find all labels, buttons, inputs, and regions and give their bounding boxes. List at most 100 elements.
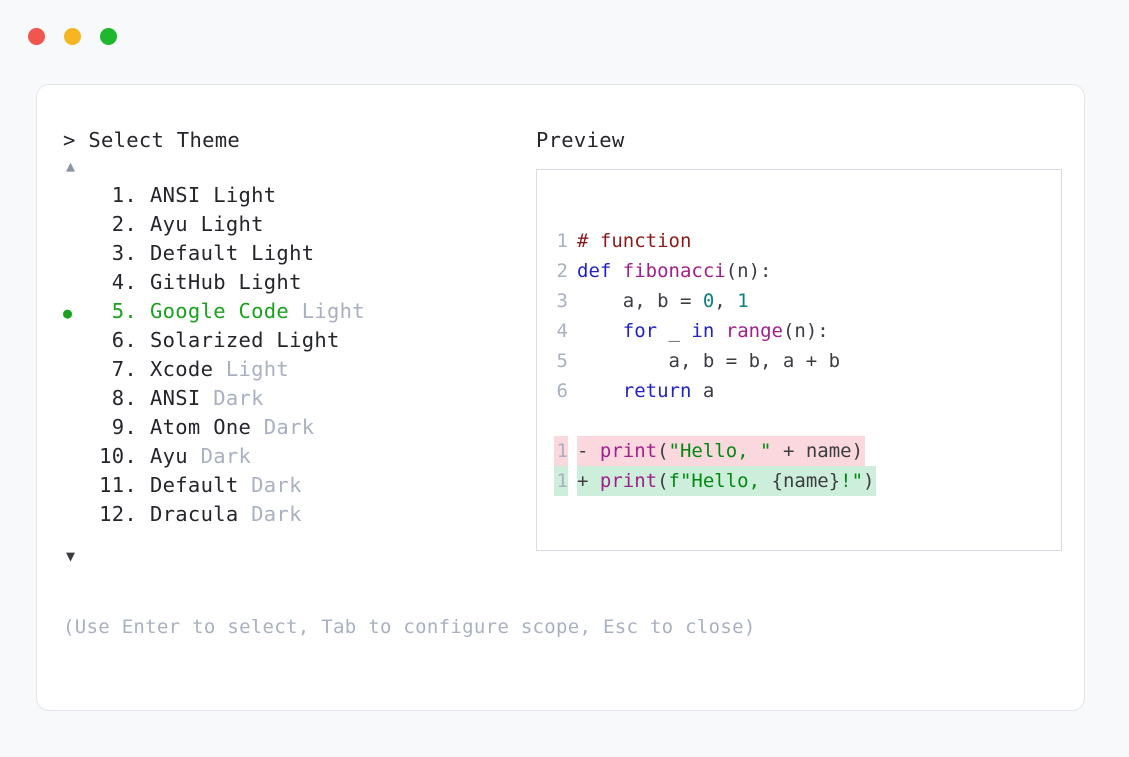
scroll-down-icon[interactable]: ▼ bbox=[66, 547, 76, 565]
theme-item-name: Ayu Dark bbox=[150, 444, 252, 468]
theme-picker: > Select Theme ▲ ● 1. ANSI Light ●2.Ayu Lig… bbox=[63, 125, 533, 567]
code-token: print bbox=[599, 440, 658, 462]
theme-item-name: Default Dark bbox=[150, 473, 302, 497]
theme-item-index: 7. bbox=[111, 357, 137, 381]
code-token bbox=[714, 320, 725, 342]
picker-prompt: > Select Theme bbox=[63, 125, 533, 155]
theme-item-index: 9. bbox=[111, 415, 137, 439]
theme-item-index: 8. bbox=[111, 386, 137, 410]
theme-list-item[interactable]: ● 5. Google Code Light bbox=[63, 297, 533, 326]
theme-item-variant: Light bbox=[213, 357, 290, 381]
code-token: (n): bbox=[782, 320, 829, 342]
theme-item-index: 6. bbox=[111, 328, 137, 352]
code-line: 2 def fibonacci(n): bbox=[554, 256, 876, 286]
theme-item-name: Google Code Light bbox=[150, 299, 365, 323]
line-number: 4 bbox=[556, 320, 568, 342]
theme-list-item[interactable]: ● 6. Solarized Light bbox=[63, 326, 533, 355]
page-title: Select Theme bbox=[88, 128, 241, 152]
theme-item-name: Atom One Dark bbox=[150, 415, 315, 439]
bullet-placeholder-icon: ● bbox=[63, 212, 91, 241]
diff-highlight: - print("Hello, " + name) bbox=[577, 436, 866, 466]
theme-list-item[interactable]: ● 11. Default Dark bbox=[63, 471, 533, 500]
bullet-placeholder-icon: ● bbox=[63, 328, 91, 357]
theme-item-name: Xcode Light bbox=[150, 357, 290, 381]
maximize-window-button[interactable] bbox=[100, 28, 117, 45]
theme-item-name: Ayu Light bbox=[150, 212, 264, 236]
diff-line-del: 1- print("Hello, " + name) bbox=[554, 436, 876, 466]
scroll-up-icon[interactable]: ▲ bbox=[66, 157, 76, 175]
theme-list: ●1.ANSI Light●2.Ayu Light●3.Default Ligh… bbox=[63, 181, 533, 529]
theme-list-item[interactable]: ●4.GitHub Light bbox=[63, 268, 533, 297]
theme-list-item[interactable]: ●12.Dracula Dark bbox=[63, 500, 533, 529]
theme-list-item[interactable]: ●7.Xcode Light bbox=[63, 355, 533, 384]
bullet-placeholder-icon: ● bbox=[63, 444, 91, 473]
line-number: 3 bbox=[556, 290, 568, 312]
theme-item-index: 3. bbox=[111, 241, 137, 265]
bullet-placeholder-icon: ● bbox=[63, 241, 91, 270]
theme-selector-card: > Select Theme ▲ ● 1. ANSI Light ●2.Ayu Lig… bbox=[36, 84, 1085, 711]
code-line: 6 return a bbox=[554, 376, 876, 406]
code-line: 5 a, b = b, a + b bbox=[554, 346, 876, 376]
minimize-window-button[interactable] bbox=[64, 28, 81, 45]
code-token: 1 bbox=[737, 290, 749, 312]
code-token: a bbox=[691, 380, 715, 402]
line-number: 2 bbox=[556, 260, 568, 282]
theme-list-item[interactable]: ●10.Ayu Dark bbox=[63, 442, 533, 471]
theme-list-item[interactable]: ●8.ANSI Dark bbox=[63, 384, 533, 413]
selected-bullet-icon: ● bbox=[63, 304, 73, 322]
code-token: {name} bbox=[771, 470, 841, 492]
code-line-text: def fibonacci(n): bbox=[577, 256, 771, 286]
diff-highlight: + print(f"Hello, {name}!") bbox=[577, 466, 877, 496]
prompt-marker: > bbox=[63, 128, 76, 152]
code-line: 1# function bbox=[554, 226, 876, 256]
code-line: 4 for _ in range(n): bbox=[554, 316, 876, 346]
code-token: range bbox=[725, 320, 783, 342]
code-line: 3 a, b = 0, 1 bbox=[554, 286, 876, 316]
theme-item-name: ANSI Light bbox=[150, 183, 277, 207]
code-token: fibonacci bbox=[622, 260, 726, 282]
code-line-text: for _ in range(n): bbox=[577, 316, 829, 346]
diff-line-text: print("Hello, " + name) bbox=[600, 440, 865, 462]
theme-list-item[interactable]: ● 9. Atom One Dark bbox=[63, 413, 533, 442]
close-window-button[interactable] bbox=[28, 28, 45, 45]
code-token: in bbox=[691, 320, 715, 342]
theme-item-variant: Light bbox=[238, 241, 315, 265]
code-token: 0 bbox=[702, 290, 715, 312]
keyboard-hint: (Use Enter to select, Tab to configure s… bbox=[63, 616, 756, 638]
theme-item-index: 5. bbox=[111, 299, 137, 323]
theme-item-variant: Light bbox=[225, 270, 302, 294]
theme-item-index: 12. bbox=[99, 502, 137, 526]
theme-item-name: Solarized Light bbox=[150, 328, 340, 352]
bullet-placeholder-icon: ● bbox=[63, 270, 91, 299]
theme-item-index: 1. bbox=[111, 183, 137, 207]
theme-item-variant: Dark bbox=[251, 415, 315, 439]
code-token: a, b = bbox=[577, 290, 703, 312]
bullet-placeholder-icon: ● bbox=[63, 415, 91, 444]
diff-marker: - bbox=[577, 440, 600, 462]
line-number: 1 bbox=[554, 466, 568, 496]
theme-list-item[interactable]: ● 1. ANSI Light bbox=[63, 181, 533, 210]
bullet-placeholder-icon: ● bbox=[63, 502, 91, 531]
code-token: ) bbox=[863, 470, 875, 492]
code-token: ( bbox=[657, 440, 669, 462]
preview-label: Preview bbox=[536, 128, 625, 152]
bullet-placeholder-icon: ● bbox=[63, 473, 91, 502]
theme-item-variant: Light bbox=[289, 299, 365, 323]
line-number: 6 bbox=[556, 380, 568, 402]
code-token: # function bbox=[577, 230, 692, 252]
code-token: !" bbox=[840, 470, 864, 492]
code-token: (n): bbox=[725, 260, 772, 282]
theme-list-item[interactable]: ●3.Default Light bbox=[63, 239, 533, 268]
theme-item-index: 11. bbox=[99, 473, 137, 497]
bullet-placeholder-icon: ● bbox=[63, 386, 91, 415]
code-token: , bbox=[714, 290, 738, 312]
code-line-text: # function bbox=[577, 226, 691, 256]
code-blank-line bbox=[554, 406, 876, 436]
theme-item-variant: Dark bbox=[200, 386, 264, 410]
bullet-placeholder-icon: ● bbox=[63, 183, 91, 212]
theme-list-item[interactable]: ●2.Ayu Light bbox=[63, 210, 533, 239]
